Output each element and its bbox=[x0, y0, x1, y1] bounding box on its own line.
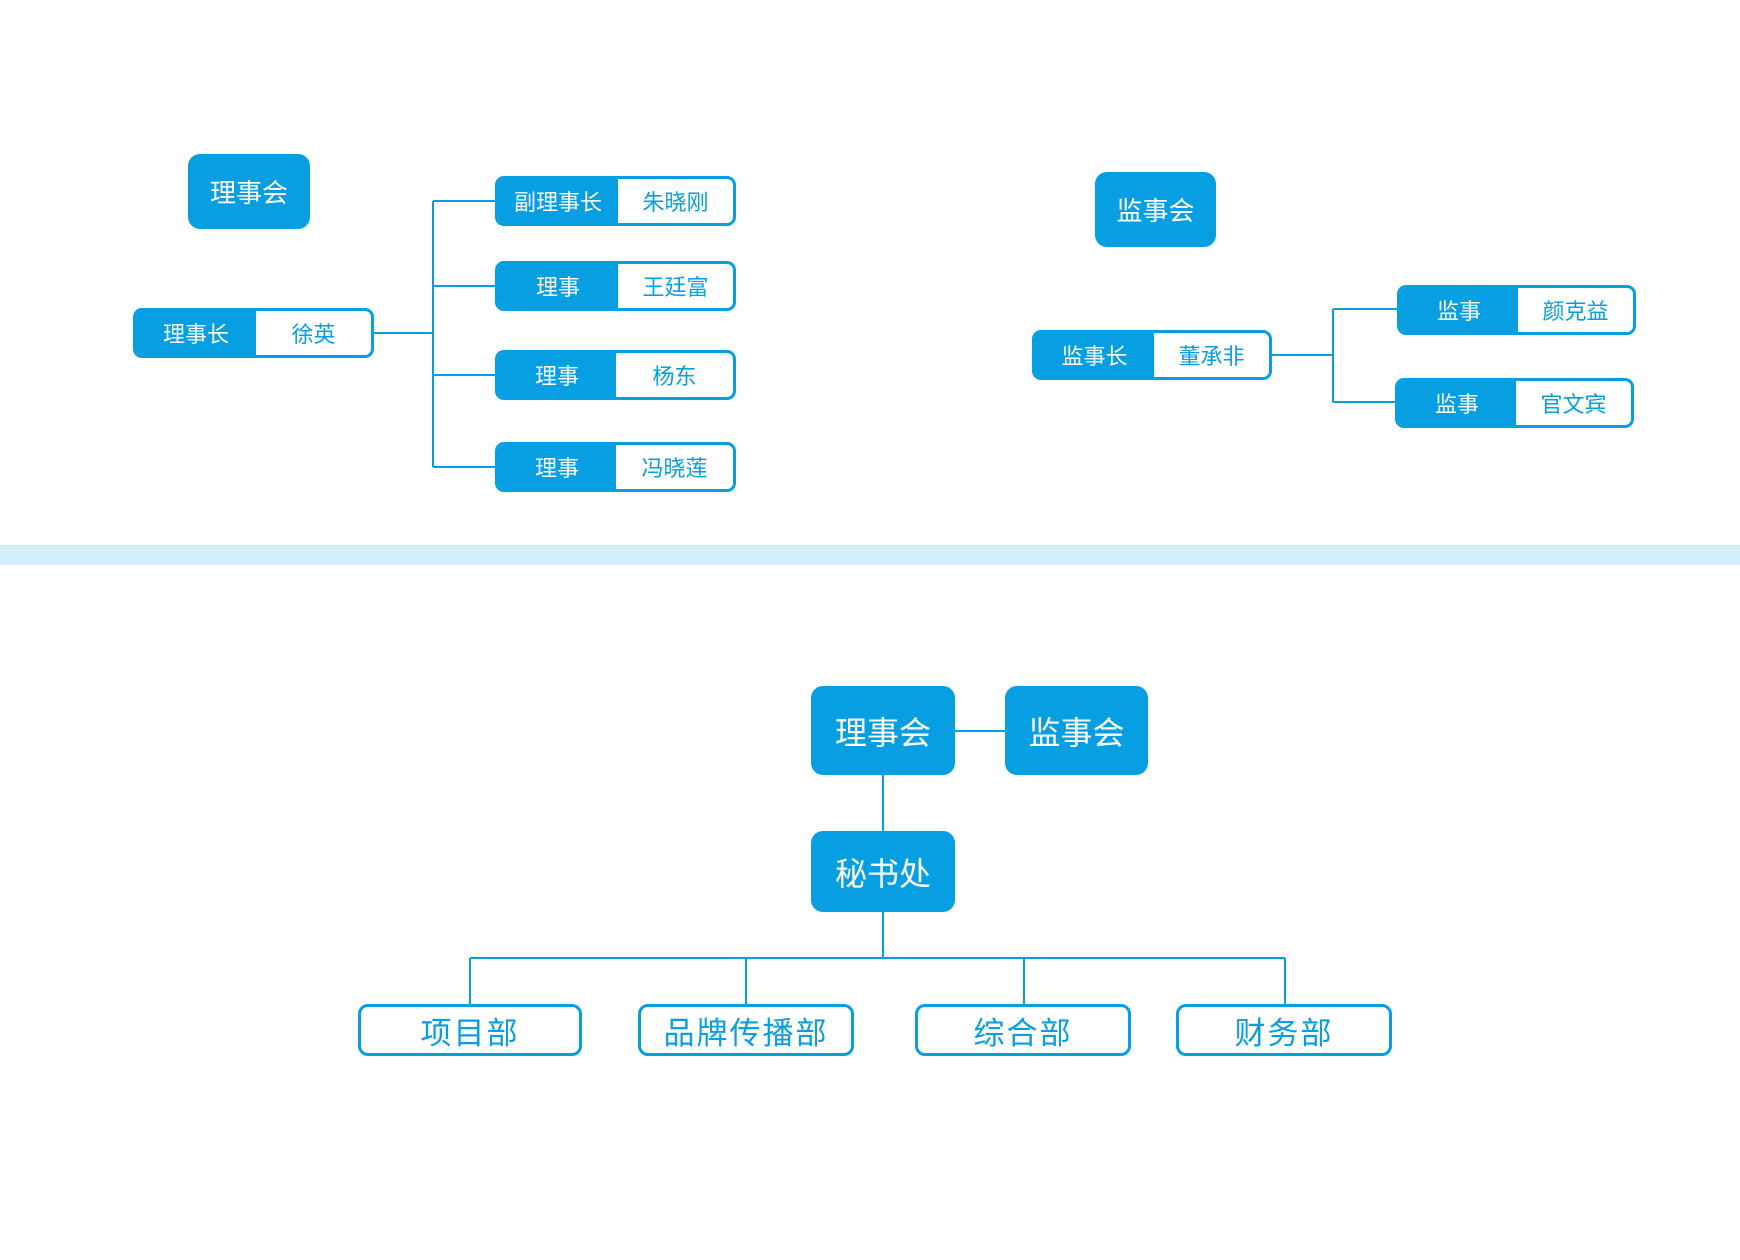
board-member-role-4: 理事 bbox=[498, 445, 616, 489]
board-member-name-3: 杨东 bbox=[652, 365, 697, 390]
structure-secretariat-label: 秘书处 bbox=[834, 854, 931, 893]
board-member-pill-1: 副理事长 朱晓刚 bbox=[495, 176, 736, 226]
dept-box-4: 财务部 bbox=[1176, 1004, 1392, 1056]
dept-label-1: 项目部 bbox=[420, 1015, 520, 1052]
board-title: 理事会 bbox=[188, 154, 310, 229]
supervisory-member-role-1: 监事 bbox=[1400, 288, 1518, 332]
structure-supervisory-box: 监事会 bbox=[1005, 686, 1148, 775]
supervisory-member-role-2: 监事 bbox=[1398, 381, 1516, 425]
supervisory-chair-role: 监事长 bbox=[1035, 333, 1154, 377]
dept-box-2: 品牌传播部 bbox=[638, 1004, 854, 1056]
supervisory-title: 监事会 bbox=[1095, 172, 1216, 247]
dept-label-4: 财务部 bbox=[1234, 1015, 1334, 1052]
board-member-pill-3: 理事 杨东 bbox=[495, 350, 736, 400]
supervisory-chair-pill: 监事长 董承非 bbox=[1032, 330, 1272, 380]
dept-label-3: 综合部 bbox=[973, 1015, 1073, 1052]
supervisory-member-pill-1: 监事 颜克益 bbox=[1397, 285, 1636, 335]
supervisory-member-name-1: 颜克益 bbox=[1542, 300, 1609, 325]
supervisory-chair-name: 董承非 bbox=[1178, 345, 1245, 370]
board-member-name-4: 冯晓莲 bbox=[641, 457, 708, 482]
structure-supervisory-label: 监事会 bbox=[1028, 713, 1125, 752]
board-member-role-1: 副理事长 bbox=[498, 179, 618, 223]
supervisory-member-name-2: 官文宾 bbox=[1540, 393, 1607, 418]
board-member-name-2: 王廷富 bbox=[642, 276, 709, 301]
board-member-role-3: 理事 bbox=[498, 353, 616, 397]
dept-label-2: 品牌传播部 bbox=[663, 1015, 829, 1052]
structure-secretariat-box: 秘书处 bbox=[811, 831, 955, 912]
structure-board-label: 理事会 bbox=[834, 713, 931, 752]
structure-board-box: 理事会 bbox=[811, 686, 955, 775]
supervisory-member-pill-2: 监事 官文宾 bbox=[1395, 378, 1634, 428]
board-member-name-1: 朱晓刚 bbox=[642, 191, 709, 216]
board-chair-role: 理事长 bbox=[136, 311, 256, 355]
dept-box-3: 综合部 bbox=[915, 1004, 1131, 1056]
supervisory-title-label: 监事会 bbox=[1116, 197, 1195, 227]
board-chair-name: 徐英 bbox=[291, 323, 336, 348]
dept-box-1: 项目部 bbox=[358, 1004, 582, 1056]
board-member-role-2: 理事 bbox=[498, 264, 618, 308]
section-divider bbox=[0, 545, 1740, 565]
board-title-label: 理事会 bbox=[209, 179, 288, 209]
board-member-pill-4: 理事 冯晓莲 bbox=[495, 442, 736, 492]
board-chair-pill: 理事长 徐英 bbox=[133, 308, 374, 358]
board-member-pill-2: 理事 王廷富 bbox=[495, 261, 736, 311]
